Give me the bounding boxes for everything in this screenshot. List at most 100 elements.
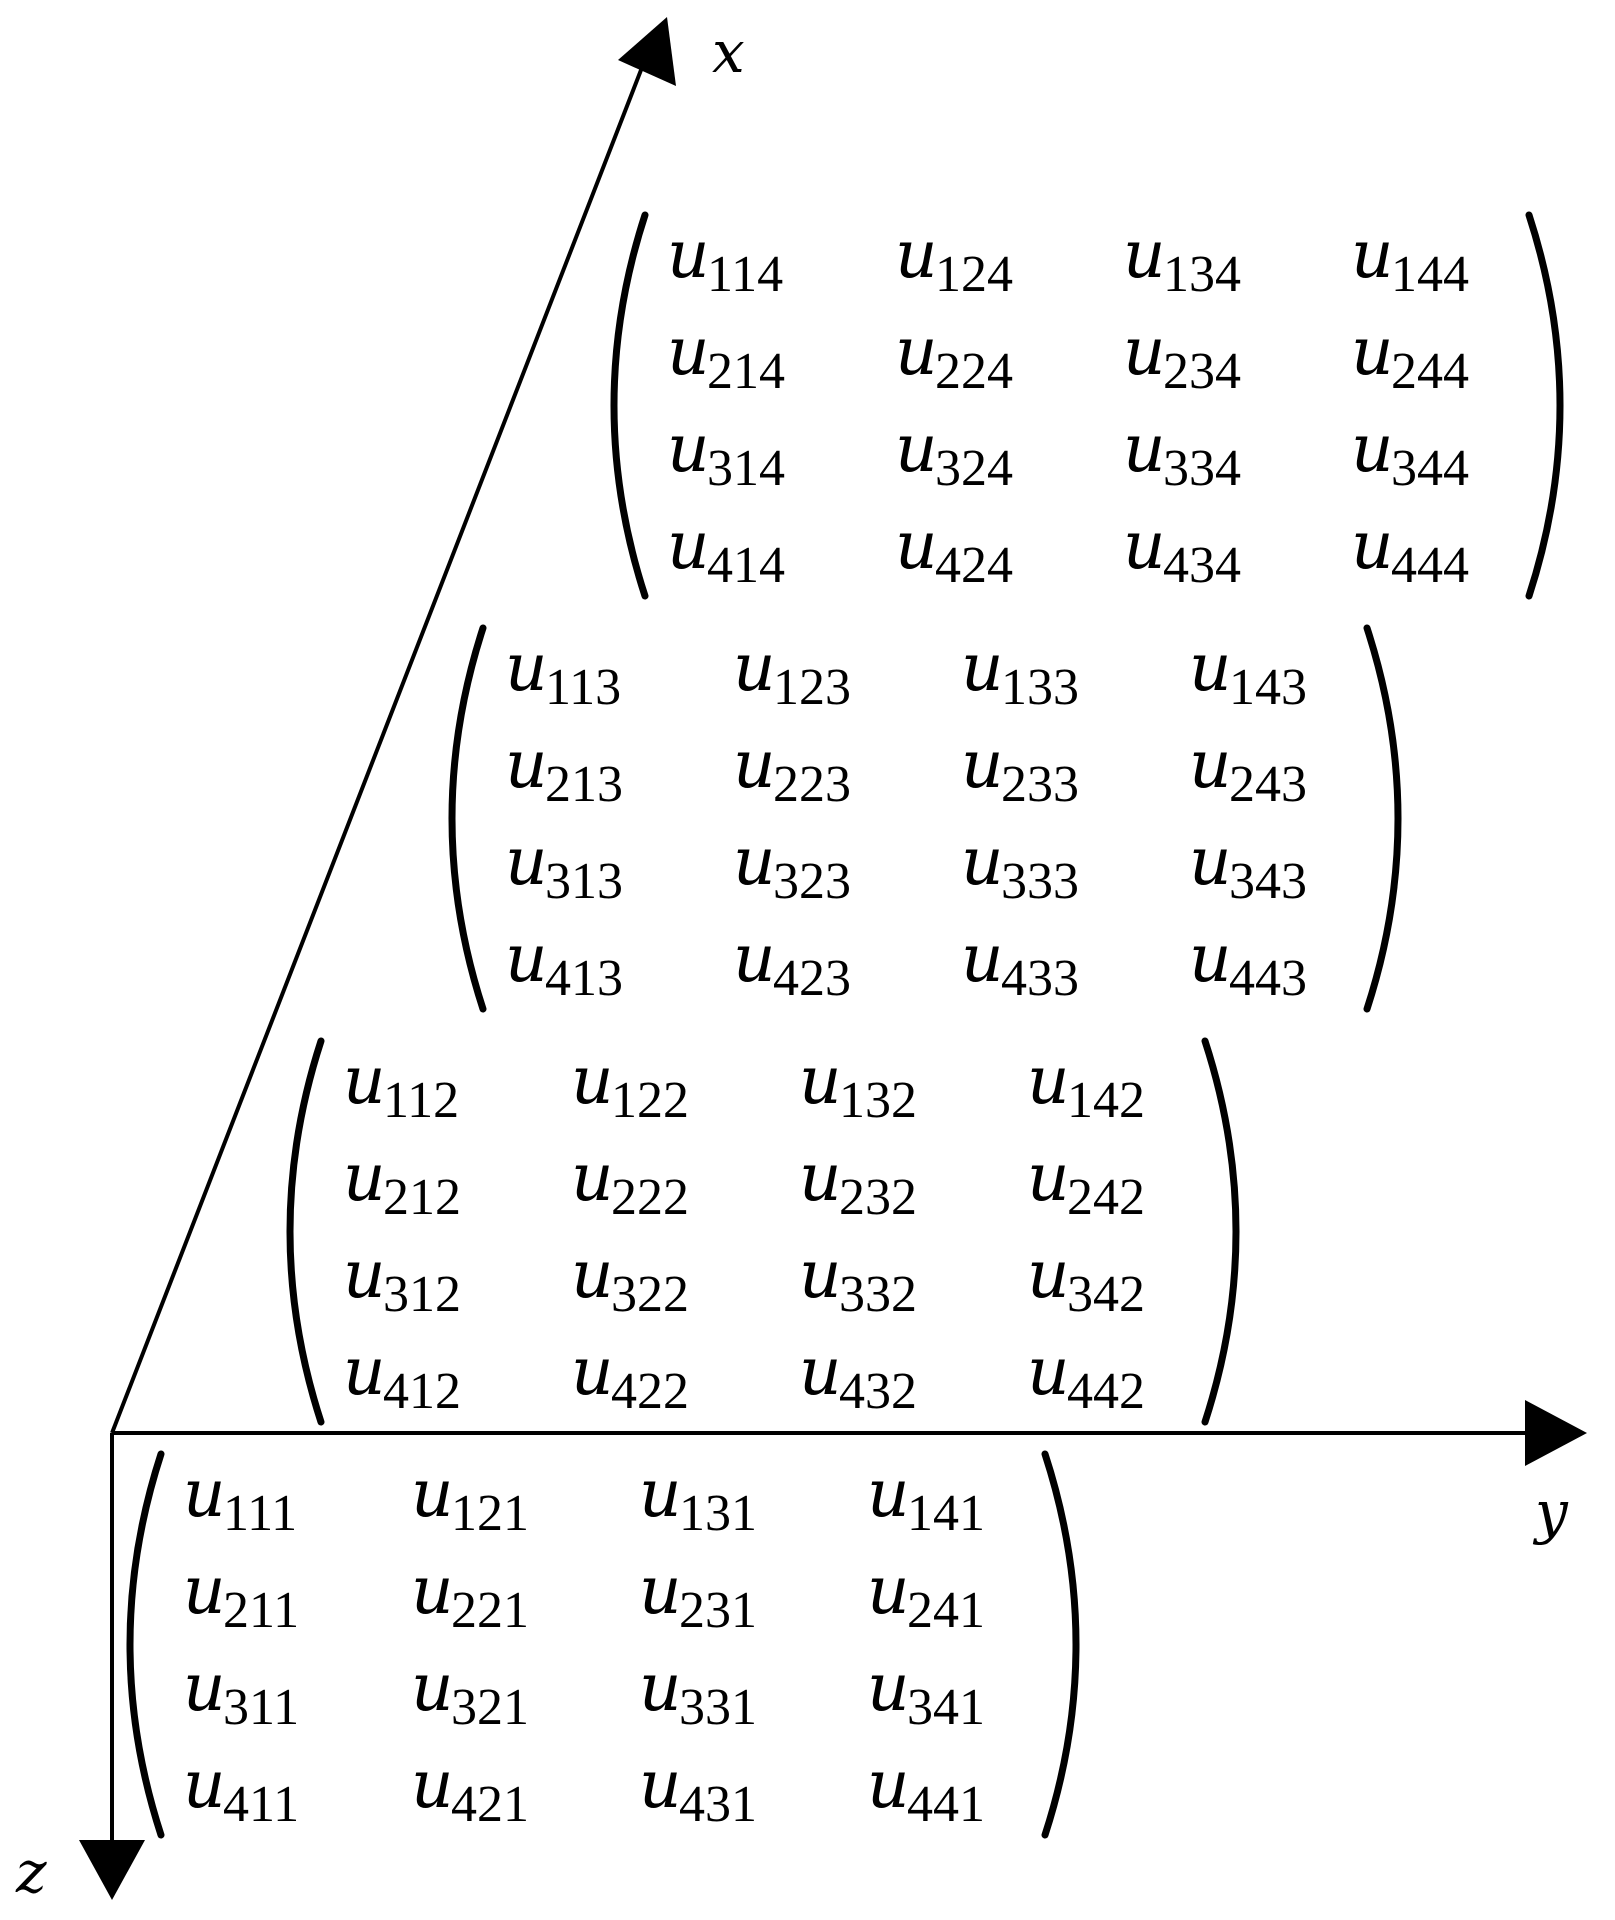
- matrix-entry: u133: [961, 629, 1079, 716]
- matrix-entry: u321: [411, 1649, 529, 1736]
- entry-symbol: u: [1189, 823, 1232, 900]
- entry-subscript: 223: [773, 756, 851, 813]
- entry-subscript: 334: [1163, 440, 1241, 497]
- entry-subscript: 344: [1391, 440, 1469, 497]
- matrix-entry: u113: [505, 629, 621, 716]
- matrix-entry: u144: [1351, 216, 1469, 303]
- entry-subscript: 434: [1163, 537, 1241, 594]
- entry-symbol: u: [571, 1236, 614, 1313]
- entry-subscript: 222: [611, 1169, 689, 1226]
- entry-symbol: u: [411, 1552, 454, 1629]
- entry-subscript: 244: [1391, 343, 1469, 400]
- entry-symbol: u: [639, 1552, 682, 1629]
- matrix-entry: u413: [505, 920, 623, 1007]
- left-parenthesis: [610, 211, 649, 600]
- entry-symbol: u: [343, 1139, 386, 1216]
- matrix-entry: u243: [1189, 726, 1307, 813]
- entry-subscript: 314: [707, 440, 785, 497]
- entry-symbol: u: [343, 1333, 386, 1410]
- entry-symbol: u: [1027, 1042, 1070, 1119]
- matrix-entry: u232: [799, 1139, 917, 1226]
- entry-symbol: u: [667, 313, 710, 390]
- entry-symbol: u: [343, 1236, 386, 1313]
- entry-symbol: u: [571, 1139, 614, 1216]
- entry-symbol: u: [1189, 726, 1232, 803]
- matrix-entry: u422: [571, 1333, 689, 1420]
- entry-subscript: 242: [1067, 1169, 1145, 1226]
- entry-subscript: 213: [545, 756, 623, 813]
- entry-symbol: u: [961, 629, 1004, 706]
- entry-subscript: 411: [223, 1776, 299, 1833]
- entry-subscript: 111: [223, 1485, 297, 1542]
- matrix-entry: u142: [1027, 1042, 1145, 1129]
- entry-symbol: u: [733, 920, 776, 997]
- matrix-entry: u231: [639, 1552, 757, 1639]
- matrix-entry: u333: [961, 823, 1079, 910]
- matrix-entry: u141: [867, 1455, 985, 1542]
- matrix-entry: u414: [667, 507, 785, 594]
- entry-symbol: u: [1123, 313, 1166, 390]
- z-axis-label: z: [15, 1838, 47, 1906]
- matrix-entry: u434: [1123, 507, 1241, 594]
- right-parenthesis: [1525, 211, 1564, 600]
- matrix-entry: u341: [867, 1649, 985, 1736]
- entry-subscript: 333: [1001, 853, 1079, 910]
- entry-subscript: 412: [383, 1363, 461, 1420]
- entry-symbol: u: [639, 1455, 682, 1532]
- matrix-entry: u121: [411, 1455, 529, 1542]
- entry-subscript: 331: [679, 1679, 757, 1736]
- left-parenthesis: [286, 1037, 325, 1426]
- y-axis-arrowhead: [1525, 1400, 1587, 1466]
- matrix-entry: u143: [1189, 629, 1307, 716]
- entry-symbol: u: [1351, 313, 1394, 390]
- entry-symbol: u: [571, 1333, 614, 1410]
- entry-subscript: 243: [1229, 756, 1307, 813]
- matrix-entry: u213: [505, 726, 623, 813]
- entry-subscript: 221: [451, 1582, 529, 1639]
- matrix-entry: u214: [667, 313, 785, 400]
- entry-subscript: 131: [679, 1485, 757, 1542]
- matrix-entry: u314: [667, 410, 785, 497]
- matrix-entry: u131: [639, 1455, 757, 1542]
- entry-symbol: u: [1351, 216, 1394, 293]
- entry-subscript: 432: [839, 1363, 917, 1420]
- entry-symbol: u: [505, 823, 548, 900]
- matrix-entry: u123: [733, 629, 851, 716]
- entry-subscript: 133: [1001, 659, 1079, 716]
- left-parenthesis: [126, 1450, 165, 1839]
- matrix-entry: u322: [571, 1236, 689, 1323]
- entry-subscript: 414: [707, 537, 785, 594]
- entry-symbol: u: [895, 313, 938, 390]
- entry-symbol: u: [343, 1042, 386, 1119]
- entry-symbol: u: [1123, 216, 1166, 293]
- entry-subscript: 132: [839, 1072, 917, 1129]
- entry-symbol: u: [183, 1455, 226, 1532]
- entry-symbol: u: [1351, 507, 1394, 584]
- matrix-entry: u331: [639, 1649, 757, 1736]
- matrix-entry: u242: [1027, 1139, 1145, 1226]
- matrix-entry: u241: [867, 1552, 985, 1639]
- matrix-entry: u334: [1123, 410, 1241, 497]
- matrix-entry: u442: [1027, 1333, 1145, 1420]
- matrix-entry: u311: [183, 1649, 299, 1736]
- matrix-entry: u111: [183, 1455, 297, 1542]
- entry-subscript: 424: [935, 537, 1013, 594]
- entry-subscript: 312: [383, 1266, 461, 1323]
- entry-symbol: u: [1027, 1139, 1070, 1216]
- matrix-entry: u443: [1189, 920, 1307, 1007]
- matrix-entry: u313: [505, 823, 623, 910]
- entry-subscript: 212: [383, 1169, 461, 1226]
- entry-subscript: 311: [223, 1679, 299, 1736]
- x-axis-arrowhead: [618, 17, 676, 86]
- matrix-entry: u222: [571, 1139, 689, 1226]
- entry-symbol: u: [411, 1746, 454, 1823]
- entry-subscript: 431: [679, 1776, 757, 1833]
- entry-symbol: u: [639, 1649, 682, 1726]
- matrix-entry: u224: [895, 313, 1013, 400]
- entry-symbol: u: [961, 920, 1004, 997]
- x-axis-label: x: [712, 18, 745, 86]
- entry-subscript: 143: [1229, 659, 1307, 716]
